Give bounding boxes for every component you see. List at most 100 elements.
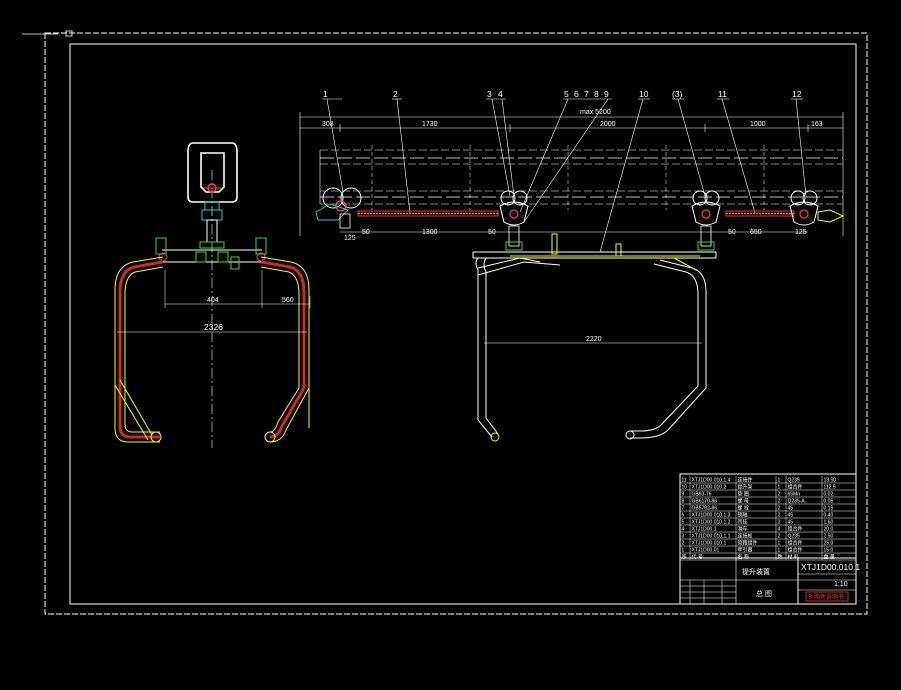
bom-cell: 8 [682,499,685,505]
dim-163: 163 [811,121,823,128]
front-frame-view: 2220 [472,233,717,442]
bom-header-cell: 序 [682,554,687,561]
bom-cell: Q235-A [788,499,806,505]
scale-value: 1:10 [834,581,848,588]
dim-308: 308 [322,121,334,128]
bom-cell: 45 [788,506,794,512]
track-side-view: 1 2 3 4 5 6 7 8 9 10 (3) 11 12 [299,89,845,253]
outer-dashed-border [44,32,868,615]
bom-cell: 1 [778,478,781,484]
bom-cell: 销轴 [738,512,748,519]
callout-12: 12 [792,89,802,99]
dim-1730: 1730 [422,121,438,128]
bom-cell: 13.50 [824,478,837,484]
bom-cell: 垫 圈 [738,491,749,498]
bom-header-cell: 名 称 [738,554,749,561]
bom-cell: 5 [682,520,685,526]
bom-cell: 25.0 [824,541,834,547]
bom-cell: 组合件 [788,540,803,547]
bdim-125-right: 125 [795,229,807,236]
bom-cell: 0.05 [824,499,834,505]
callout-7: 7 [584,89,589,99]
bom-cell: 0.15 [824,506,834,512]
bom-cell: XTJ1D00.010.1.1 [692,534,731,540]
callout-1: 1 [323,89,328,99]
bom-cell: GB6170-86 [692,499,718,505]
bom-cell: XTJ1D00.010.1 [692,541,727,547]
callout-5: 5 [564,89,569,99]
bom-header-cell: 数 [778,554,783,561]
left-dim-inner-a: 404 [207,297,219,304]
bom-cell: 连接件 [738,477,753,484]
bom-cell: 1.60 [824,520,834,526]
bom-cell: XTJ1D00.010.1.4 [692,478,731,484]
bom-cell: XTJ1D00.010.2 [692,485,727,491]
bom-header-cell: 代 号 [692,554,703,561]
bom-cell: 1 [778,485,781,491]
bom-cell: GB93-76 [692,492,712,498]
drawing-title: 提升装置 [742,567,770,576]
bom-cell: 滑车 [738,526,748,533]
bom-cell: 1 [778,541,781,547]
bom-cell: XTJ1D00.01 [692,548,720,554]
inner-border [69,43,857,605]
bdim-1300: 1300 [422,229,438,236]
bom-cell: 2 [682,541,685,547]
bom-cell: 112.5 [824,485,836,491]
bom-cell: 15.0 [824,548,834,554]
callout-4: 4 [498,89,503,99]
bdim-50-b: 50 [488,229,496,236]
bom-cell: XTJ1D00.010.1.3 [692,513,731,519]
bom-cell: 连接板 [738,533,753,540]
bom-cell: GB5782-86 [692,506,718,512]
bom-cell: 45 [788,520,794,526]
bom-cell: 组合件 [788,484,803,491]
left-end-view: 404 560 2326 [114,142,311,448]
bom-cell: 0.02 [824,492,834,498]
bom-cell: 0.40 [824,513,834,519]
bom-cell: 9 [682,492,685,498]
dim-total: max 5200 [580,109,611,116]
dim-1000: 1000 [750,121,766,128]
drawing-number: XTJ1D00.010.1 [801,562,860,572]
bdim-650: 650 [750,229,762,236]
bom-cell: 7 [682,506,685,512]
drawing-subtitle: 总 图 [756,589,772,598]
bom-cell: 1 [682,548,685,554]
stamp-text: 外购件说明书 [808,593,844,601]
bom-cell: XTJ1D00.1 [692,527,717,533]
bom-cell: 4 [682,527,685,533]
bom-cell: 2 [778,534,781,540]
callout-3: 3 [487,89,492,99]
front-dim-width: 2220 [586,336,602,343]
bom-cell: 牵引器 [738,547,753,554]
left-dim-overall: 2326 [204,322,223,332]
callout-6: 6 [574,89,579,99]
callout-11: 11 [718,89,727,99]
callout-3-paren: (3) [672,89,683,99]
bdim-50-a: 50 [362,229,370,236]
callout-9: 9 [604,89,609,99]
bom-cell: 2 [778,513,781,519]
bom-header-cell: 材 料 [788,554,799,561]
bom-cell: 组合件 [788,526,803,533]
bom-cell: 45 [788,513,794,519]
bom-cell: Q235 [788,534,800,540]
bom-cell: 4 [778,527,781,533]
callout-10: 10 [639,89,649,99]
bom-cell: 2 [778,520,781,526]
bdim-125-left: 125 [344,235,356,242]
bom-cell: 10 [682,485,688,491]
bom-cell: 6 [682,513,685,519]
bom-cell: 20.0 [824,527,834,533]
callout-2: 2 [393,89,398,99]
bom-cell: 管路组件 [738,540,758,547]
dim-2000: 2000 [600,121,616,128]
bdim-50-c: 50 [728,229,736,236]
bom-cell: 2.50 [824,534,834,540]
bom-header-cell: 重 量 [824,554,835,561]
bom-cell: 组合件 [788,547,803,554]
